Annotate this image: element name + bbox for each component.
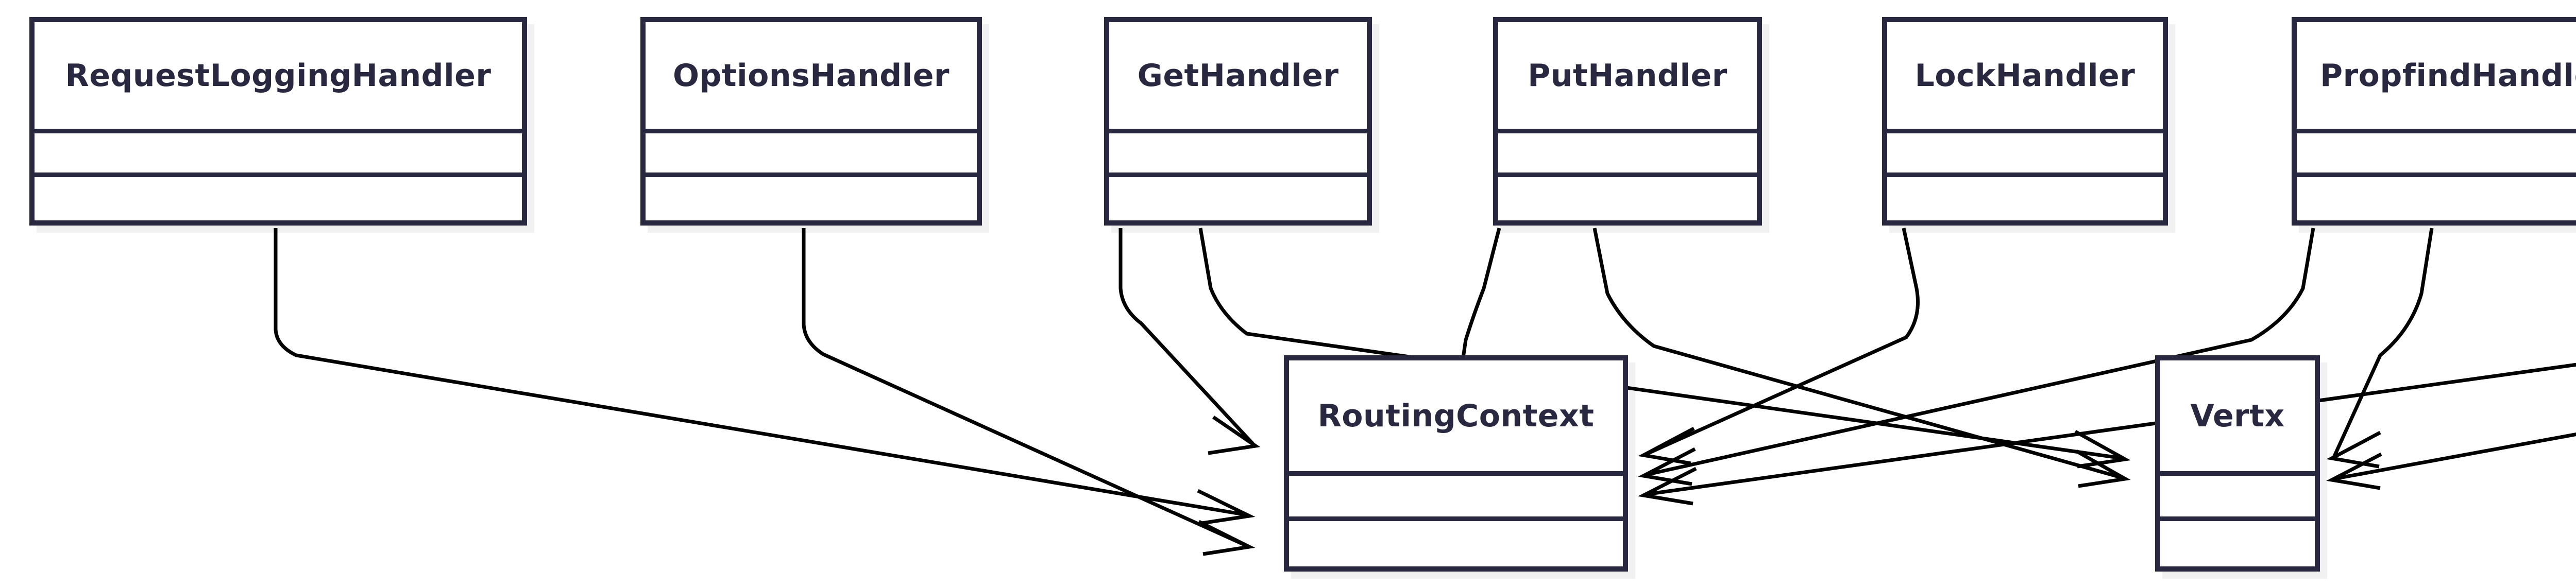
- arrowhead-rel-8: [1638, 447, 1696, 486]
- class-name-lock-handler: LockHandler: [1887, 22, 2163, 133]
- arrowhead-rel-1: [1197, 489, 1256, 525]
- class-methods-propfind-handler: [2297, 177, 2576, 220]
- class-box-propfind-handler[interactable]: PropfindHandler: [2292, 17, 2576, 226]
- edge-rel-11: [2333, 432, 2576, 481]
- class-attributes-propfind-handler: [2297, 133, 2576, 177]
- arrowhead-rel-6: [2075, 449, 2131, 488]
- class-name-options-handler: OptionsHandler: [646, 22, 977, 133]
- class-box-options-handler[interactable]: OptionsHandler: [640, 17, 982, 226]
- class-box-get-handler[interactable]: GetHandler: [1104, 17, 1372, 226]
- class-attributes-request-logging-handler: [35, 133, 522, 177]
- arrowhead-rel-4: [2074, 429, 2131, 469]
- arrowhead-rel-2: [1198, 520, 1256, 556]
- class-attributes-options-handler: [646, 133, 977, 177]
- class-name-vertx: Vertx: [2160, 360, 2315, 476]
- edge-rel-2: [802, 228, 1248, 548]
- class-box-request-logging-handler[interactable]: RequestLoggingHandler: [29, 17, 527, 226]
- edge-rel-1: [274, 228, 1247, 517]
- arrowhead-rel-7: [1638, 426, 1695, 465]
- class-box-put-handler[interactable]: PutHandler: [1493, 17, 1762, 226]
- class-box-routing-context[interactable]: RoutingContext: [1284, 355, 1628, 572]
- class-methods-request-logging-handler: [35, 177, 522, 220]
- class-attributes-put-handler: [1498, 133, 1757, 177]
- class-attributes-routing-context: [1289, 476, 1623, 521]
- class-methods-lock-handler: [1887, 177, 2163, 220]
- class-name-get-handler: GetHandler: [1109, 22, 1367, 133]
- edge-rel-6: [1592, 228, 2123, 480]
- class-methods-put-handler: [1498, 177, 1757, 220]
- class-name-request-logging-handler: RequestLoggingHandler: [35, 22, 522, 133]
- edge-rel-9: [2332, 228, 2434, 458]
- class-methods-vertx: [2160, 521, 2315, 566]
- arrowhead-rel-11: [2326, 452, 2382, 490]
- class-name-put-handler: PutHandler: [1498, 22, 1757, 133]
- class-name-routing-context: RoutingContext: [1289, 360, 1623, 476]
- class-attributes-get-handler: [1109, 133, 1367, 177]
- class-name-propfind-handler: PropfindHandler: [2297, 22, 2576, 133]
- class-attributes-vertx: [2160, 476, 2315, 521]
- arrowhead-rel-9: [2326, 430, 2381, 469]
- edge-rel-10: [1646, 362, 2576, 496]
- arrowhead-rel-3: [1208, 416, 1261, 455]
- class-box-lock-handler[interactable]: LockHandler: [1882, 17, 2168, 226]
- arrowhead-rel-10: [1637, 467, 1697, 506]
- class-box-vertx[interactable]: Vertx: [2155, 355, 2320, 572]
- class-attributes-lock-handler: [1887, 133, 2163, 177]
- class-methods-get-handler: [1109, 177, 1367, 220]
- edge-rel-3: [1118, 228, 1255, 445]
- class-methods-routing-context: [1289, 521, 1623, 566]
- edge-rel-7: [1645, 228, 1920, 456]
- class-methods-options-handler: [646, 177, 977, 220]
